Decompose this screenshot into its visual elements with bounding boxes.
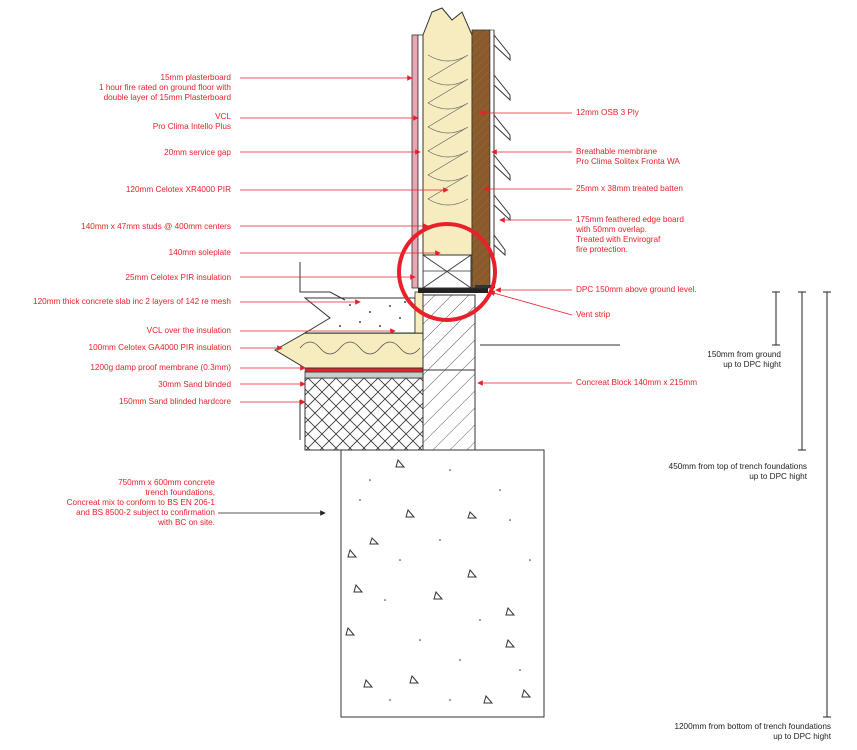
vent-strip (475, 285, 495, 288)
label-studs: 140mm x 47mm studs @ 400mm centers (81, 222, 231, 231)
hardcore-layer (304, 377, 424, 451)
stud-wall (411, 7, 495, 289)
floor-insulation (274, 332, 424, 369)
label-celotex-ga: 100mm Celotex GA4000 PIR insulation (88, 343, 231, 352)
label-batten: 25mm x 38mm treated batten (576, 184, 683, 193)
dpm-layer (304, 367, 424, 373)
highlight-circle (397, 222, 497, 322)
label-celotex-xr: 120mm Celotex XR4000 PIR (125, 185, 231, 194)
label-sand: 30mm Sand blinded (158, 380, 231, 389)
featheredge-cladding (493, 30, 511, 288)
label-celotex-25: 25mm Celotex PIR insulation (125, 273, 231, 282)
leader-vent (489, 290, 573, 316)
ground-line (299, 262, 346, 301)
dpc (418, 288, 488, 293)
label-service-gap: 20mm service gap (164, 148, 231, 157)
trench-foundation (340, 449, 545, 718)
label-vcl-insulation: VCL over the insulation (146, 326, 231, 335)
label-slab: 120mm thick concrete slab inc 2 layers o… (33, 297, 231, 306)
label-dpm: 1200g damp proof membrane (0.3mm) (90, 363, 231, 372)
dim-label-1200: 1200mm from bottom of trench foundations… (674, 722, 831, 741)
label-dpc: DPC 150mm above ground level. (576, 285, 697, 294)
label-block: Concreat Block 140mm x 215mm (576, 378, 698, 387)
label-soleplate: 140mm soleplate (168, 248, 231, 257)
concrete-slab (303, 297, 416, 334)
label-osb: 12mm OSB 3 Ply (576, 108, 639, 117)
sand-layer (304, 371, 424, 379)
soleplate (422, 254, 472, 289)
label-vent: Vent strip (576, 310, 611, 319)
label-hardcore: 150mm Sand blinded hardcore (119, 397, 231, 406)
